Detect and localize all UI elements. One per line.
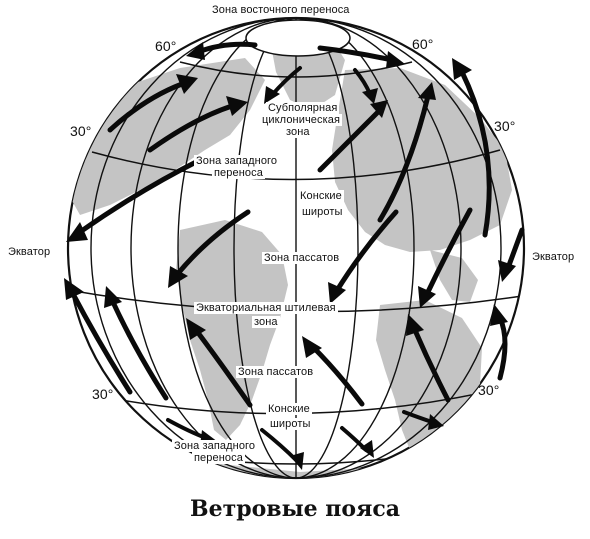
land-africa: [176, 220, 288, 440]
label-trades-south: Зона пассатов: [236, 366, 316, 378]
wind-arrow-head: [406, 314, 424, 336]
label-westerlies-south-line2: переноса: [192, 452, 245, 464]
label-horse-north-line1: Конские: [298, 190, 344, 202]
wind-arrow-head: [418, 286, 436, 308]
wind-arrow-head: [490, 304, 508, 326]
label-lat-30n-left: 30°: [70, 123, 92, 139]
wind-arrow: [317, 109, 381, 173]
label-trades-north: Зона пассатов: [262, 252, 342, 264]
wind-arrow: [411, 325, 451, 403]
wind-arrow-head: [64, 278, 84, 300]
wind-arrows: [64, 41, 525, 470]
label-subpolar-line2: циклоническая: [260, 114, 343, 126]
wind-arrow-head: [428, 414, 444, 430]
wind-arrow-head: [386, 51, 405, 68]
meridian: [177, 18, 415, 478]
wind-arrow-head: [226, 96, 248, 116]
label-subpolar-line1: Субполярная: [266, 102, 340, 114]
wind-arrow-head: [66, 222, 88, 242]
meridian-lines: [90, 18, 502, 478]
label-lat-30s-right: 30°: [478, 382, 500, 398]
globe: [64, 16, 526, 480]
wind-arrow: [505, 227, 525, 271]
parallel-60n: [179, 61, 413, 78]
label-westerlies-south-line1: Зона западного: [172, 440, 258, 452]
wind-arrow-head: [362, 88, 378, 104]
label-equator-right: Экватор: [532, 251, 575, 263]
wind-arrow-head: [302, 336, 322, 358]
wind-arrow: [317, 45, 395, 63]
label-lat-60n-right: 60°: [412, 36, 434, 52]
label-lat-30n-right: 30°: [494, 118, 516, 134]
wind-arrow: [423, 207, 473, 299]
wind-arrow: [193, 327, 253, 408]
wind-arrow-head: [290, 452, 304, 470]
label-westerlies-north-line2: переноса: [212, 167, 265, 179]
wind-arrow-head: [452, 58, 472, 80]
label-westerlies-north-line1: Зона западного: [194, 155, 280, 167]
parallel-30n: [91, 149, 501, 181]
wind-arrow-head: [186, 42, 205, 60]
label-lat-60n-left: 60°: [155, 38, 177, 54]
wind-arrow: [77, 157, 203, 235]
label-doldrums-line2: зона: [252, 316, 280, 328]
wind-arrow-head: [418, 82, 436, 100]
label-doldrums-line1: Экваториальная штилевая: [194, 302, 338, 314]
wind-arrow-head: [104, 286, 122, 308]
label-equator-left: Экватор: [8, 246, 51, 258]
wind-arrow: [377, 93, 431, 223]
label-horse-south-line2: широты: [268, 418, 313, 430]
meridian: [233, 18, 359, 478]
wind-arrow-head: [176, 74, 198, 94]
label-horse-south-line1: Конские: [266, 403, 312, 415]
wind-arrow-head: [168, 266, 188, 288]
diagram-caption: Ветровые пояса: [190, 496, 400, 522]
wind-arrow: [459, 69, 492, 238]
wind-arrow-head: [498, 260, 516, 282]
wind-arrow-head: [264, 86, 280, 104]
wind-arrow: [109, 297, 169, 401]
label-lat-30s-left: 30°: [92, 386, 114, 402]
wind-arrow-head: [370, 100, 388, 118]
meridian: [90, 18, 502, 478]
wind-arrow: [107, 81, 185, 133]
meridian: [130, 18, 462, 478]
wind-arrow-head: [186, 318, 206, 340]
wind-arrow-head: [360, 440, 374, 458]
wind-arrow: [147, 103, 235, 153]
wind-arrow: [333, 209, 399, 295]
wind-arrow: [69, 289, 133, 395]
label-polar-easterlies: Зона восточного переноса: [212, 4, 350, 16]
label-subpolar-line3: зона: [284, 126, 312, 138]
label-horse-north-line2: широты: [300, 206, 345, 218]
wind-arrow-head: [328, 282, 346, 304]
wind-arrow: [173, 209, 251, 279]
